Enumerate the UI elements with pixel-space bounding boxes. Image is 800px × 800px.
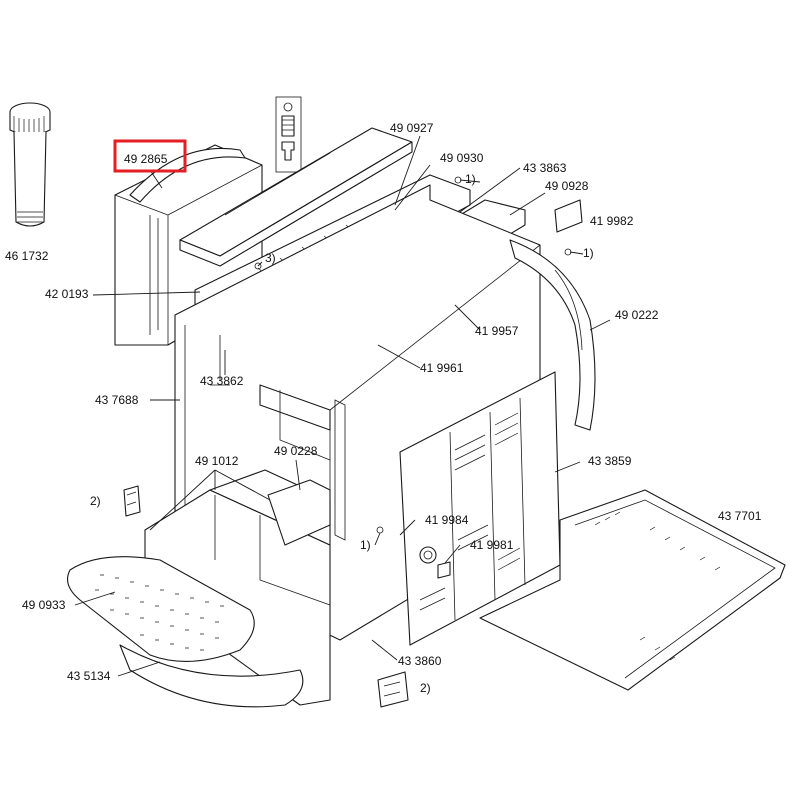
label-492865-highlighted: 49 2865 [124, 152, 168, 166]
label-419981: 41 9981 [470, 538, 514, 552]
note-2-left: 2) [90, 494, 101, 508]
leader-lines [74, 135, 611, 677]
label-433859: 43 3859 [588, 454, 632, 468]
note-1-right: 1) [583, 246, 594, 260]
float-assembly [275, 96, 302, 173]
water-filter-cartridge [9, 102, 51, 227]
clip-parts [123, 176, 583, 708]
label-433860: 43 3860 [398, 654, 442, 668]
label-490933: 49 0933 [22, 598, 66, 612]
base-plate [479, 489, 786, 691]
label-490228: 49 0228 [274, 444, 318, 458]
label-437688: 43 7688 [95, 393, 139, 407]
note-1-front: 1) [360, 538, 371, 552]
note-1-top: 1) [465, 172, 476, 186]
label-461732: 46 1732 [5, 249, 49, 263]
label-490927: 49 0927 [390, 121, 434, 135]
highlight-box [113, 139, 187, 173]
label-419957: 41 9957 [475, 324, 519, 338]
cover-lid [179, 127, 413, 267]
label-490930: 49 0930 [440, 151, 484, 165]
note-2-bottom: 2) [420, 681, 431, 695]
label-419984: 41 9984 [425, 513, 469, 527]
back-curved-panel [509, 239, 596, 431]
label-490222: 49 0222 [615, 308, 659, 322]
label-491012: 49 1012 [195, 454, 239, 468]
label-433862: 43 3862 [200, 374, 244, 388]
label-490928: 49 0928 [545, 179, 589, 193]
note-3-top: 3) [265, 251, 276, 265]
label-419961: 41 9961 [420, 361, 464, 375]
part-labels: 46 1732 49 0927 49 0930 43 3863 49 0928 … [5, 121, 762, 683]
note-labels: 1) 1) 1) 2) 2) 3) [90, 172, 594, 695]
label-437701: 43 7701 [718, 509, 762, 523]
grid-tray [67, 556, 304, 708]
label-419982: 41 9982 [590, 214, 634, 228]
label-420193: 42 0193 [45, 287, 89, 301]
label-433863: 43 3863 [523, 161, 567, 175]
label-435134: 43 5134 [67, 669, 111, 683]
